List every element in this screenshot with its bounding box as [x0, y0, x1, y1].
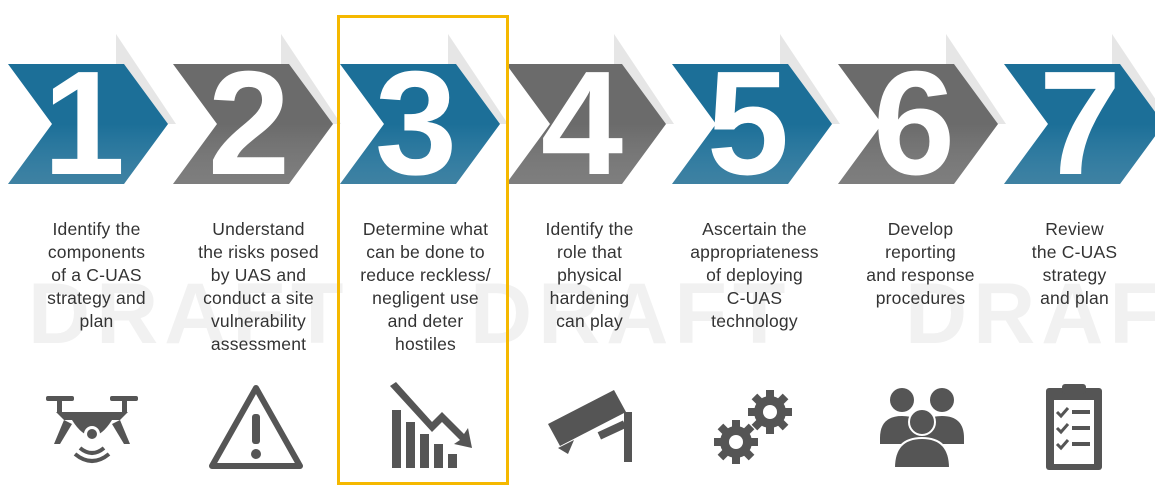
- step-2-chevron-shade: [173, 124, 333, 184]
- step-1-number: 1: [43, 41, 125, 206]
- warning-triangle-icon: [209, 385, 303, 469]
- step-3-highlight-frame: [337, 15, 509, 485]
- draft-watermark-2: DRAFT: [470, 266, 792, 362]
- declining-bar-chart-icon: [390, 382, 472, 468]
- step-5-number: 5: [707, 41, 789, 206]
- security-camera-icon: [548, 390, 632, 462]
- step-2-number: 2: [208, 41, 290, 206]
- draft-watermark-3: DRAFT: [905, 266, 1155, 362]
- step-7-number: 7: [1039, 41, 1121, 206]
- draft-watermark-1: DRAFT: [28, 266, 350, 362]
- drone-icon: [46, 396, 138, 463]
- people-group-icon: [880, 388, 964, 469]
- checklist-clipboard-icon: [1046, 384, 1102, 470]
- step-5-chevron-shade: [672, 124, 832, 184]
- step-6-number: 6: [873, 41, 955, 206]
- step-3-chevron-shade: [340, 124, 500, 184]
- gears-icon: [714, 390, 792, 464]
- step-4-chevron-shade: [506, 124, 666, 184]
- step-7-chevron-shade: [1004, 124, 1155, 184]
- step-1-chevron-shade: [8, 124, 168, 184]
- step-6-chevron-shade: [838, 124, 998, 184]
- step-4-number: 4: [541, 41, 623, 206]
- step-3-number: 3: [375, 41, 457, 206]
